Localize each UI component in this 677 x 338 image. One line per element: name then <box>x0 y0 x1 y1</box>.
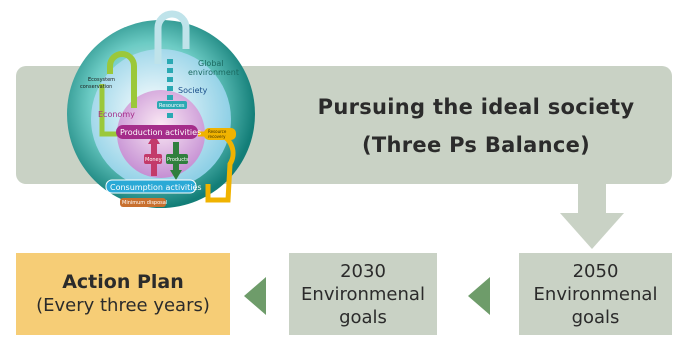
top-loop-arrow <box>154 10 190 64</box>
minimum-disposal-label: Minimum disposal <box>122 200 167 206</box>
down-arrow-icon <box>560 183 624 249</box>
three-ps-globe-illustration: Global environment Society Economy Ecosy… <box>67 10 255 208</box>
banner-title-line2: (Three Ps Balance) <box>361 133 591 157</box>
goals-2030-line2: goals <box>339 306 387 328</box>
global-environment-label: Global <box>198 59 224 68</box>
action-plan-box: Action Plan (Every three years) <box>16 253 230 335</box>
left-arrow-icon <box>468 277 490 315</box>
goals-2050-year: 2050 <box>572 260 619 282</box>
economy-label: Economy <box>98 110 135 119</box>
action-plan-title: Action Plan <box>62 271 184 293</box>
ecosystem-arrow <box>107 51 137 108</box>
resources-label: Resources <box>159 103 185 109</box>
consumption-activities-label: Consumption activities <box>110 183 202 192</box>
goals-2030-box: 2030 Environmenal goals <box>289 253 437 335</box>
resource-recovery-label: Resource <box>208 129 227 134</box>
banner-title: Pursuing the ideal society (Three Ps Bal… <box>286 88 666 164</box>
left-arrow-icon <box>244 277 266 315</box>
goals-2050-line2: goals <box>571 306 620 328</box>
global-environment-label-2: environment <box>188 68 239 77</box>
ecosystem-label: Ecosystem <box>88 77 115 83</box>
society-label: Society <box>178 86 208 95</box>
banner-title-line1: Pursuing the ideal society <box>317 95 635 119</box>
goals-2050-line1: Environmenal <box>533 283 658 305</box>
resource-recovery-label-2: recovery <box>208 134 226 139</box>
goals-2050-box: 2050 Environmenal goals <box>519 253 672 335</box>
money-label: Money <box>145 157 162 163</box>
action-plan-subtitle: (Every three years) <box>36 295 210 316</box>
goals-2030-year: 2030 <box>340 260 386 282</box>
products-label: Products <box>167 157 189 163</box>
goals-2030-line1: Environmenal <box>301 283 425 305</box>
production-activities-label: Production activities <box>120 128 201 137</box>
ecosystem-label-2: conservation <box>80 84 112 90</box>
